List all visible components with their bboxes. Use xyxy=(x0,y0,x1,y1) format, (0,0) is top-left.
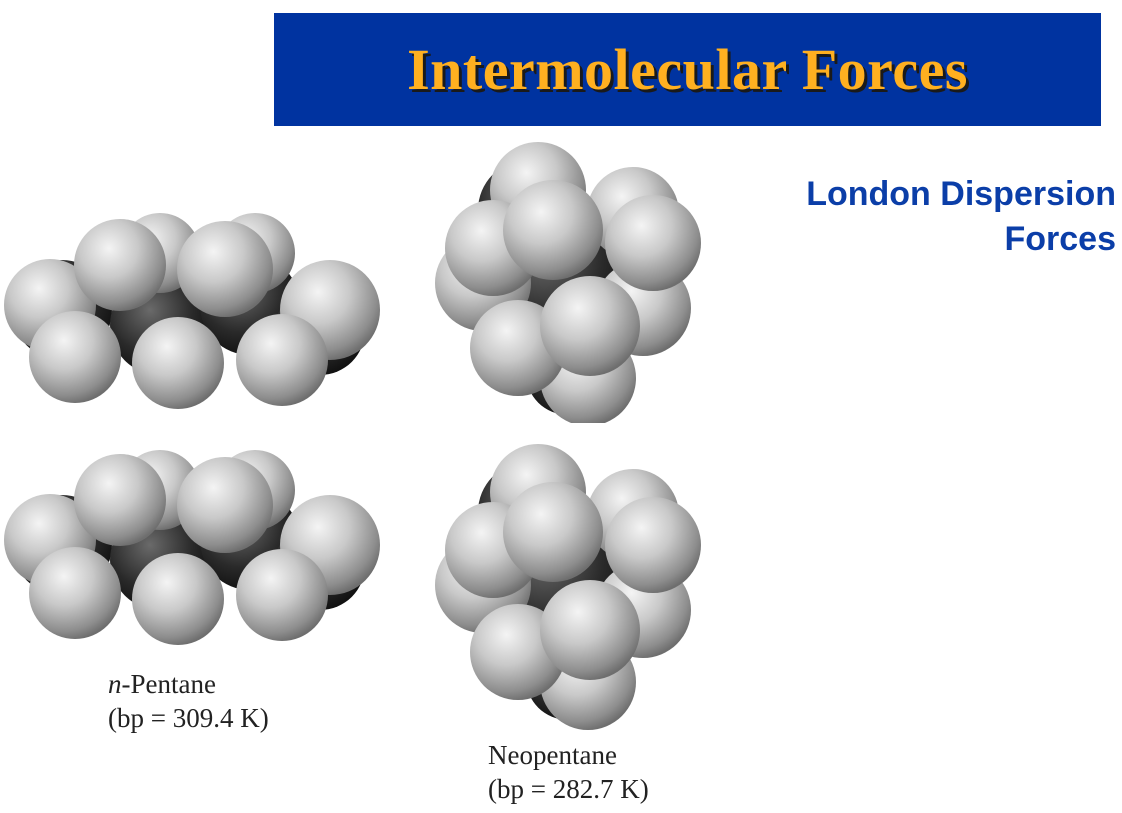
n-pentane-model-top xyxy=(4,213,380,409)
n-pentane-bp: (bp = 309.4 K) xyxy=(108,703,269,733)
slide-subtitle: London Dispersion Forces xyxy=(806,175,1116,258)
n-pentane-prefix: n xyxy=(108,669,122,699)
n-pentane-model-bottom xyxy=(4,450,380,645)
neopentane-name: Neopentane xyxy=(488,740,617,770)
neopentane-caption: Neopentane (bp = 282.7 K) xyxy=(488,738,649,806)
n-pentane-caption: n-Pentane (bp = 309.4 K) xyxy=(108,667,269,735)
title-banner: Intermolecular Forces xyxy=(274,13,1101,126)
slide-title: Intermolecular Forces xyxy=(407,37,968,102)
neopentane-bp: (bp = 282.7 K) xyxy=(488,774,649,804)
neopentane-model-bottom xyxy=(435,444,701,730)
neopentane-model-top xyxy=(435,142,701,423)
n-pentane-name: n-Pentane xyxy=(108,667,269,701)
n-pentane-suffix: -Pentane xyxy=(121,669,216,699)
